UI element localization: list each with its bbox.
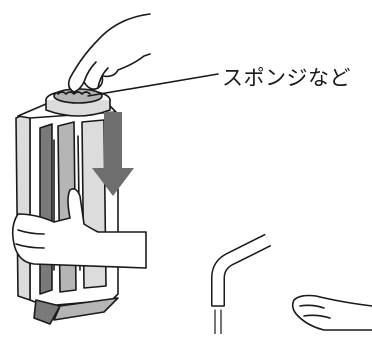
faucet-icon	[212, 240, 268, 334]
sponge-icon	[54, 89, 102, 103]
callout-label-sponge: スポンジなど	[222, 62, 351, 92]
water-tank	[16, 104, 118, 324]
right-hand	[293, 296, 372, 331]
callout-line	[88, 74, 218, 96]
tank-neck	[46, 89, 110, 116]
top-hand	[69, 14, 150, 92]
